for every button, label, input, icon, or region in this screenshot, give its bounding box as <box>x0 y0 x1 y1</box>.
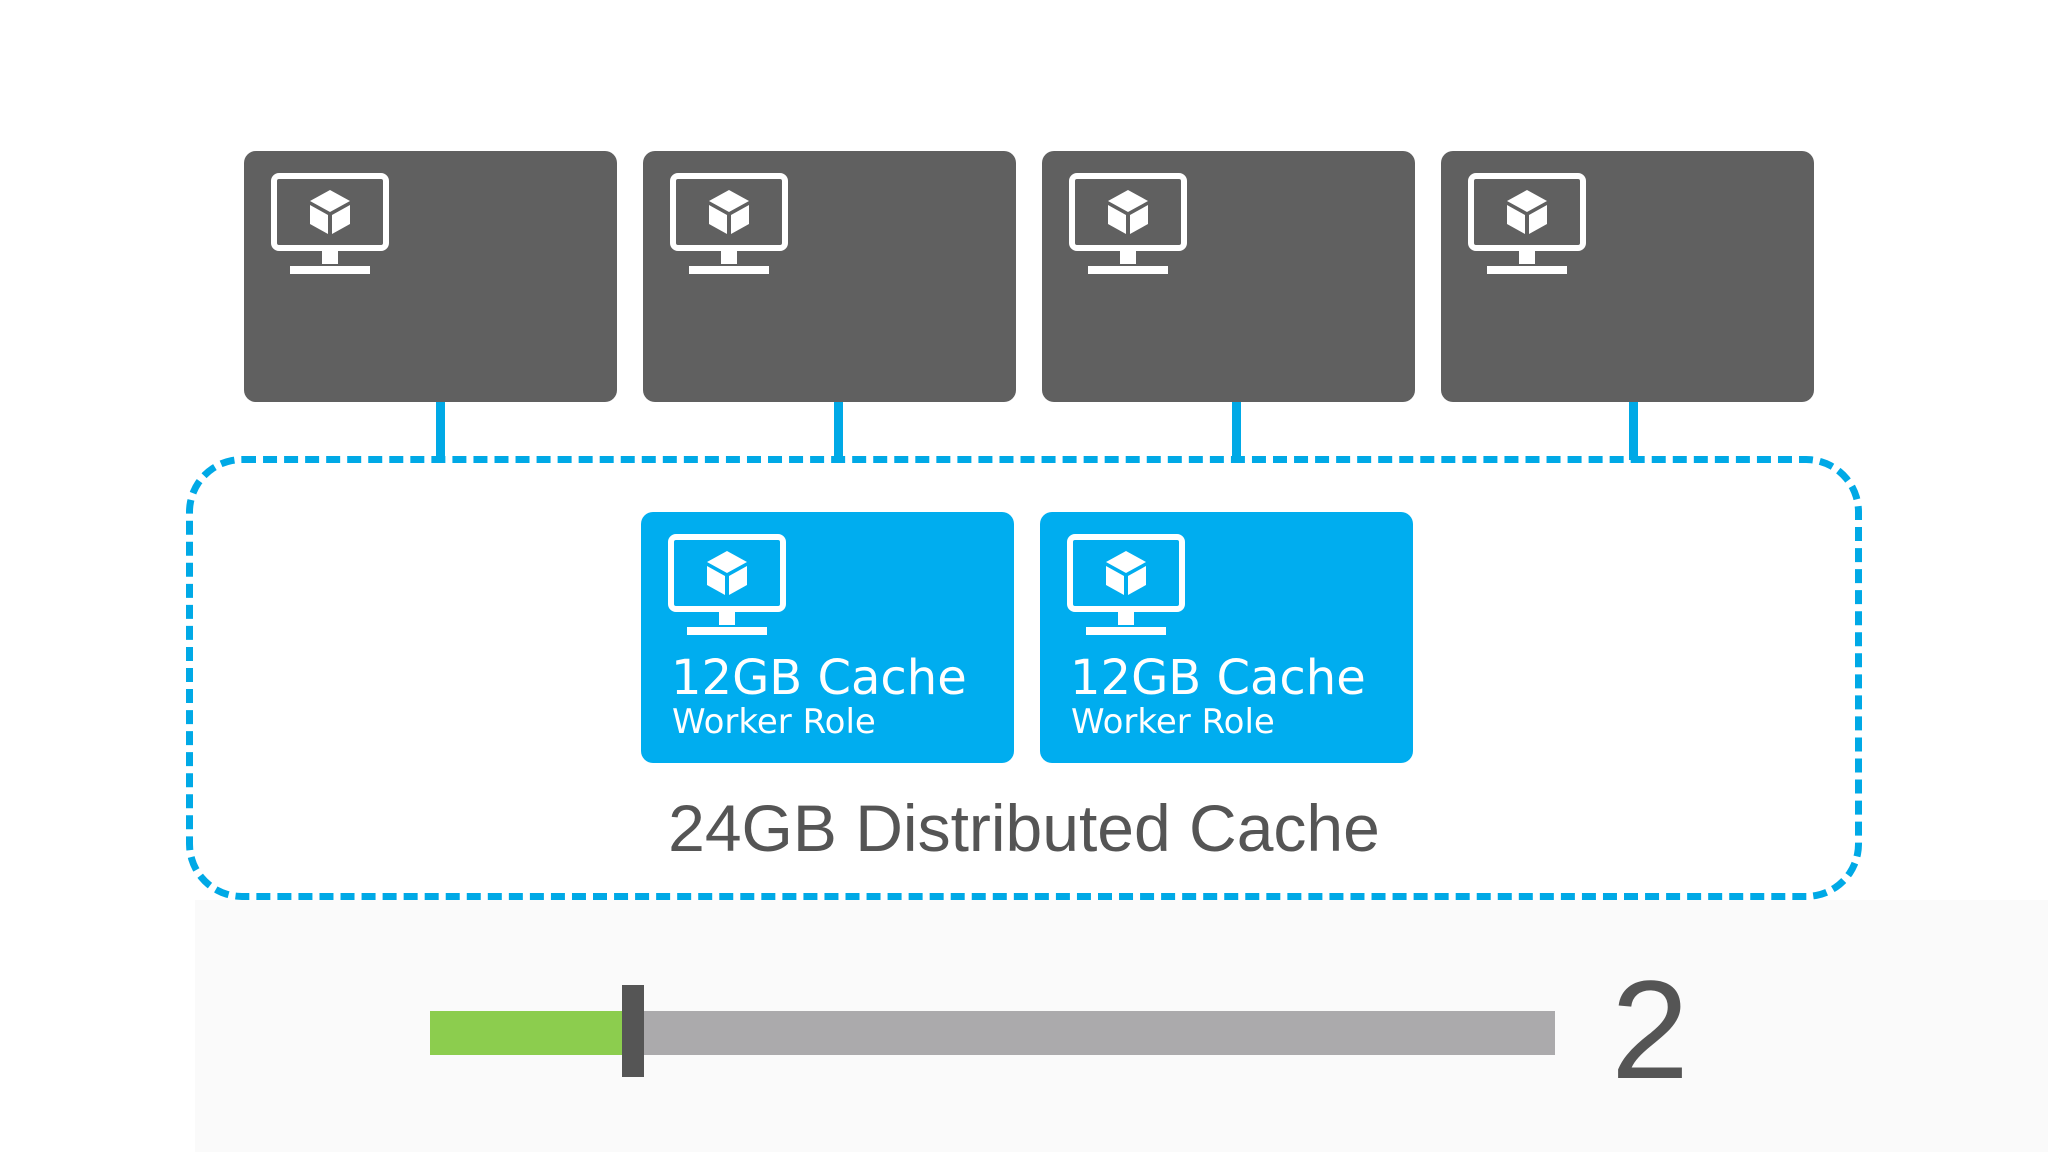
vm-box <box>1042 151 1415 402</box>
vm-box <box>1441 151 1814 402</box>
cache-node: 12GB Cache Worker Role <box>1040 512 1413 763</box>
instance-count-slider[interactable] <box>430 985 1555 1077</box>
slider-fill <box>430 1011 633 1055</box>
vm-box <box>244 151 617 402</box>
connector-line <box>436 402 445 460</box>
monitor-cube-icon <box>670 173 788 274</box>
cache-node-subtitle: Worker Role <box>672 702 876 742</box>
monitor-cube-icon <box>668 534 786 635</box>
slider-handle[interactable] <box>621 985 644 1077</box>
cache-node-subtitle: Worker Role <box>1071 702 1275 742</box>
instance-count-value: 2 <box>1611 951 1689 1108</box>
monitor-cube-icon <box>271 173 389 274</box>
distributed-cache-boundary <box>186 456 1862 900</box>
monitor-cube-icon <box>1468 173 1586 274</box>
distributed-cache-label: 24GB Distributed Cache <box>668 791 1380 865</box>
vm-box <box>643 151 1016 402</box>
cache-node-title: 12GB Cache <box>1070 650 1366 706</box>
cache-node-title: 12GB Cache <box>671 650 967 706</box>
cache-node: 12GB Cache Worker Role <box>641 512 1014 763</box>
connector-line <box>834 402 843 460</box>
monitor-cube-icon <box>1067 534 1185 635</box>
connector-line <box>1232 402 1241 460</box>
monitor-cube-icon <box>1069 173 1187 274</box>
connector-line <box>1629 402 1638 460</box>
